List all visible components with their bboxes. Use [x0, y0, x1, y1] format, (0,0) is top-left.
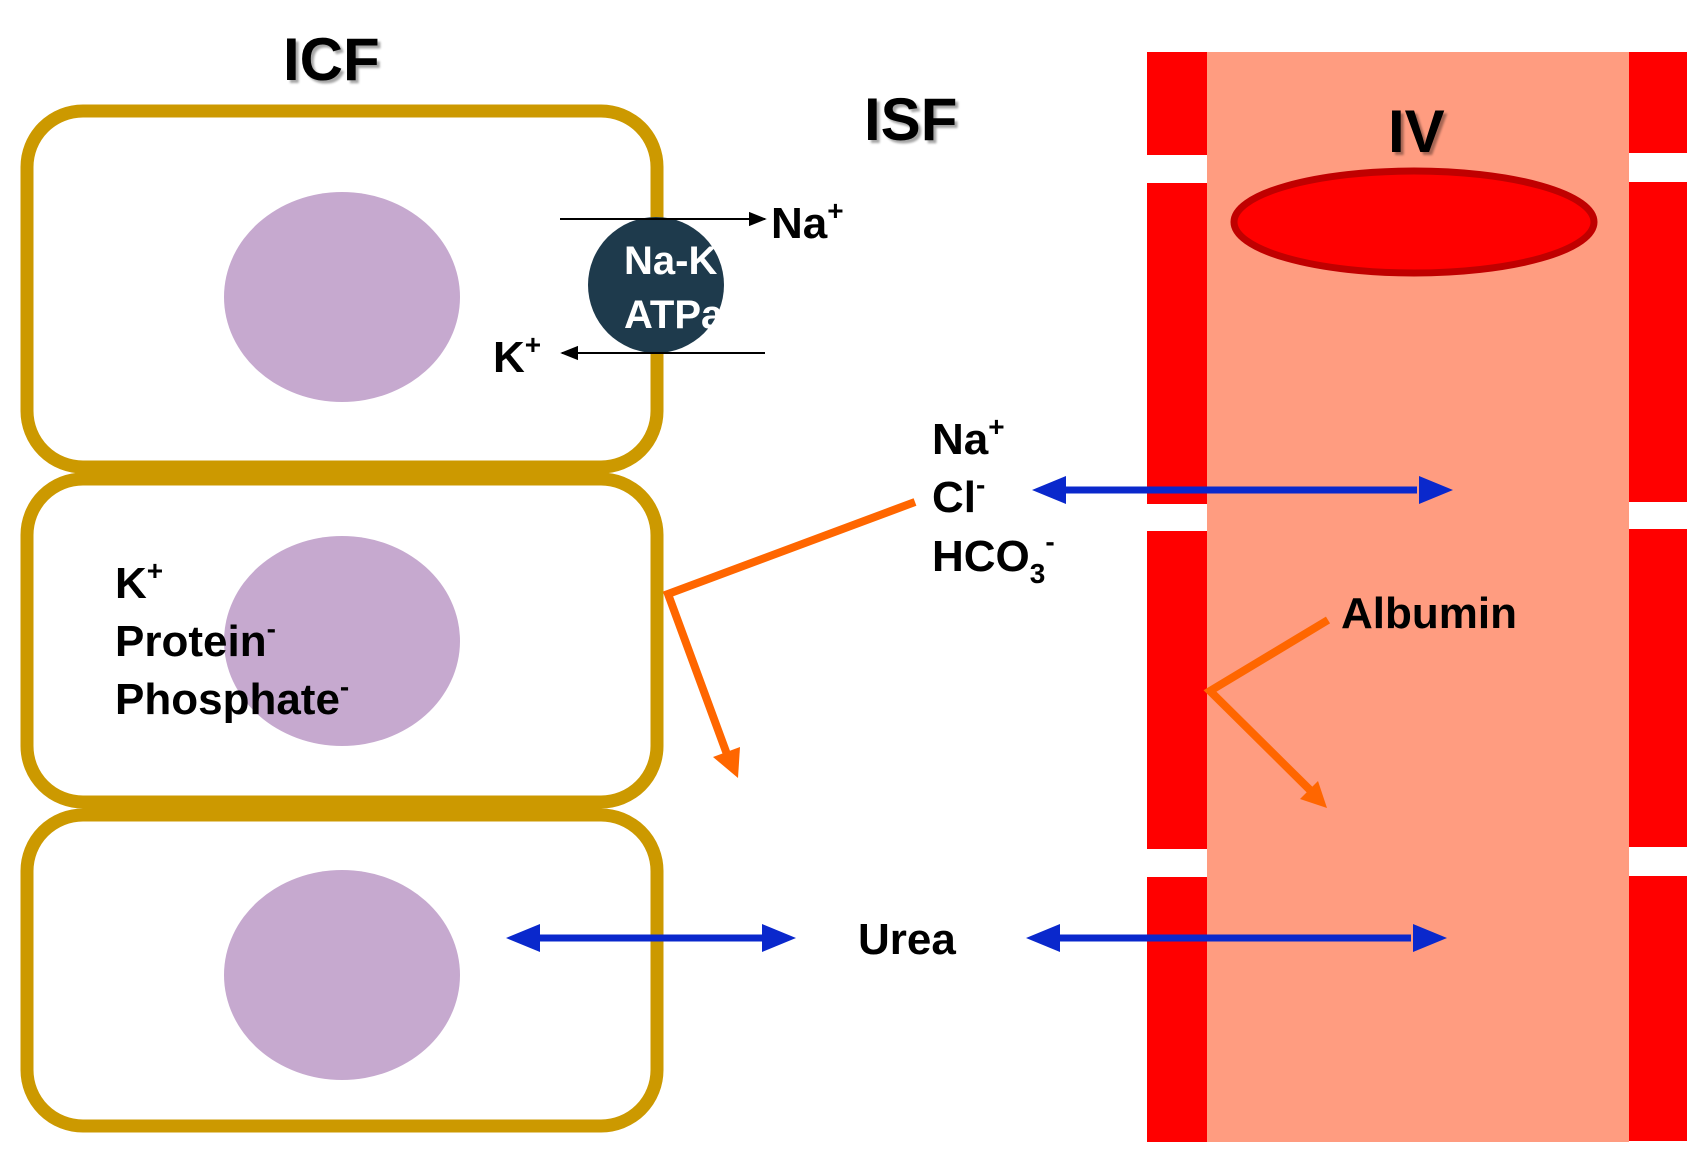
wall-segment: [1629, 876, 1687, 1141]
cell-middle: [20, 472, 664, 809]
isf-sodium: Na+: [932, 411, 1005, 464]
ion-diffusion-arrow: [1032, 476, 1453, 504]
red-blood-cell: [1230, 167, 1598, 277]
icf-protein: Protein-: [115, 613, 276, 666]
icf-solutes: K+ Protein- Phosphate-: [115, 555, 349, 724]
wall-segment: [1629, 182, 1687, 502]
wall-segment: [1629, 52, 1687, 153]
urea-label: Urea: [858, 915, 956, 964]
wall-segment: [1147, 183, 1207, 504]
nucleus: [224, 536, 460, 746]
isf-bicarbonate: HCO3-: [932, 526, 1055, 589]
vessel-wall-right: [1629, 52, 1687, 1141]
vessel-wall-left: [1147, 52, 1207, 1142]
isf-solutes: Na+ Cl- HCO3-: [932, 411, 1055, 589]
nucleus: [224, 870, 460, 1080]
isf-title: ISF: [864, 86, 957, 153]
cell-top: [20, 104, 664, 474]
wall-segment: [1147, 877, 1207, 1142]
pump-potassium-label: K+: [493, 329, 541, 382]
pump-circle: [588, 217, 724, 353]
pump-label-line2: ATPase: [624, 293, 768, 337]
wall-segment: [1147, 52, 1207, 155]
iv-title: IV: [1388, 98, 1445, 165]
cell-bottom: [20, 808, 664, 1133]
icf-title: ICF: [283, 26, 380, 93]
nucleus: [224, 192, 460, 402]
isf-chloride: Cl-: [932, 469, 985, 522]
icf-potassium: K+: [115, 555, 163, 608]
urea-diffusion-arrow-right: [1026, 924, 1447, 952]
albumin-blocked-arrow: [1203, 616, 1331, 808]
urea-diffusion-arrow-left: [506, 924, 796, 952]
blood-vessel: [1147, 52, 1687, 1142]
pump-label-line1: Na-K: [624, 239, 717, 283]
wall-segment: [1147, 531, 1207, 849]
pump-sodium-label: Na+: [771, 195, 844, 248]
icf-phosphate: Phosphate-: [115, 671, 349, 724]
na-k-atpase-pump: Na-K ATPase Na+ K+: [493, 195, 844, 382]
albumin-label: Albumin: [1341, 589, 1517, 638]
wall-segment: [1629, 529, 1687, 847]
ion-blocked-arrow: [662, 498, 917, 778]
